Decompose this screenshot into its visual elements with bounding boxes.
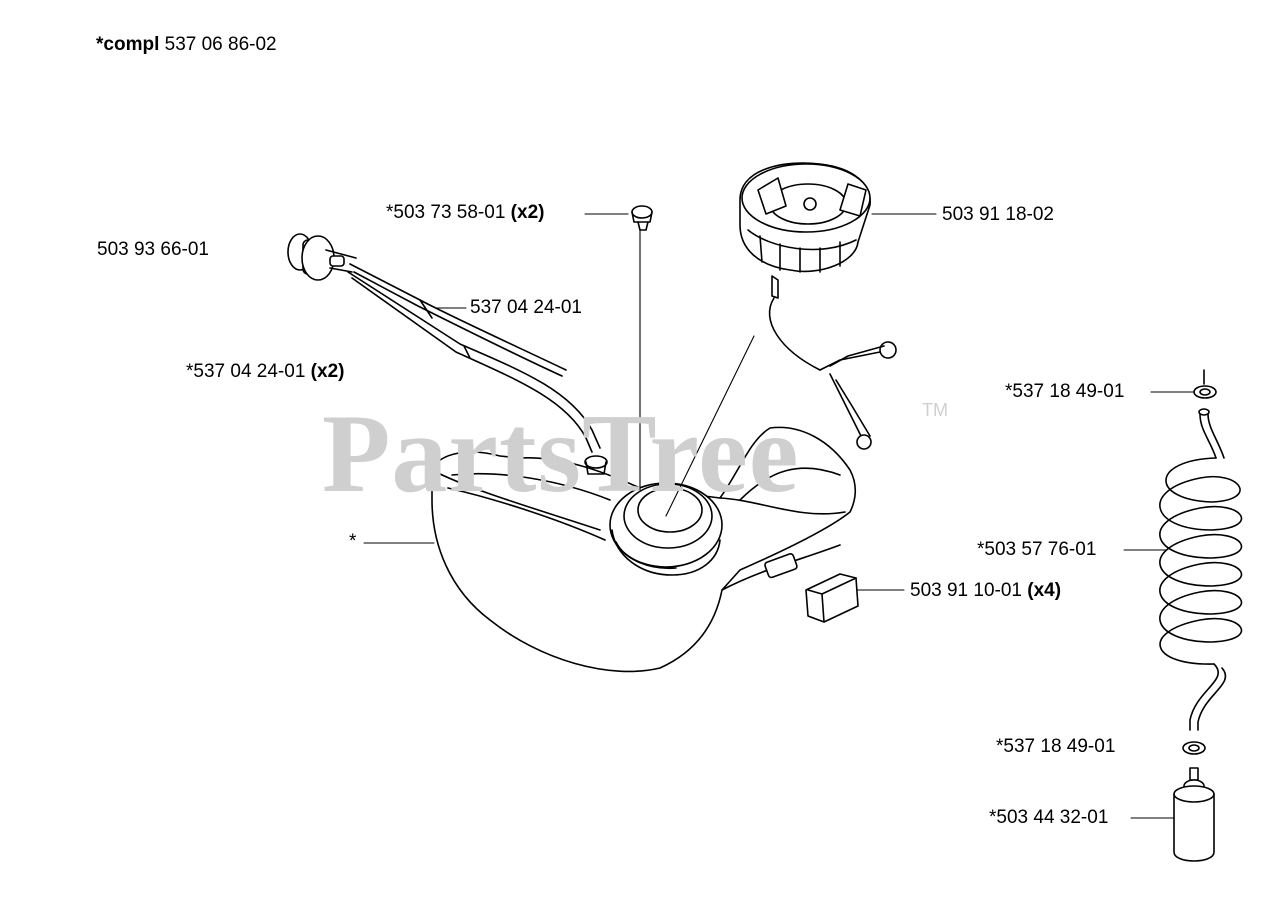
fuel-filter-icon <box>1173 767 1215 862</box>
watermark: PartsTree <box>322 392 800 516</box>
part-number: *503 57 76-01 <box>977 539 1097 560</box>
label-coil-hose[interactable]: *503 57 76-01 <box>977 539 1096 561</box>
part-number: *537 18 49-01 <box>996 736 1116 757</box>
part-qty: (x4) <box>1027 580 1062 601</box>
part-number: *503 73 58-01 <box>386 202 506 223</box>
title-number: 537 06 86-02 <box>164 34 277 55</box>
part-number: *537 18 49-01 <box>1005 381 1125 402</box>
part-qty: (x2) <box>310 361 345 382</box>
part-number: 537 04 24-01 <box>470 297 582 318</box>
label-washer-top[interactable]: *537 18 49-01 <box>1005 381 1124 403</box>
part-number: * <box>349 531 357 552</box>
part-number: 503 91 18-02 <box>942 204 1054 225</box>
primer-pump-icon <box>287 233 357 281</box>
leader-lines <box>363 213 1195 819</box>
part-number: 503 93 66-01 <box>97 239 209 260</box>
part-qty: (x2) <box>510 202 545 223</box>
label-pump[interactable]: 503 93 66-01 <box>97 239 209 261</box>
label-washer-bottom[interactable]: *537 18 49-01 <box>996 736 1115 758</box>
label-filter[interactable]: *503 44 32-01 <box>989 807 1108 829</box>
leader-cap-to-neck <box>665 335 755 517</box>
label-hose-upper[interactable]: 537 04 24-01 <box>470 297 582 319</box>
fuel-hose-icon <box>347 263 601 453</box>
part-number: *537 04 24-01 <box>186 361 306 382</box>
watermark-trademark: TM <box>922 400 948 420</box>
assembly-title: *compl 537 06 86-02 <box>96 34 277 56</box>
coiled-hose-icon <box>1159 369 1243 755</box>
gasket-icon <box>631 205 653 231</box>
label-hose-lower[interactable]: *537 04 24-01 (x2) <box>186 361 344 383</box>
fuel-tank-icon <box>431 426 857 673</box>
damper-icon <box>764 553 859 623</box>
fuel-cap-icon <box>739 162 897 450</box>
title-prefix: *compl <box>96 34 160 55</box>
label-tank[interactable]: * <box>349 531 356 553</box>
label-cap[interactable]: 503 91 18-02 <box>942 204 1054 226</box>
label-damper[interactable]: 503 91 10-01 (x4) <box>910 580 1061 602</box>
part-number: 503 91 10-01 <box>910 580 1022 601</box>
part-number: *503 44 32-01 <box>989 807 1109 828</box>
label-gasket-top[interactable]: *503 73 58-01 (x2) <box>386 202 544 224</box>
